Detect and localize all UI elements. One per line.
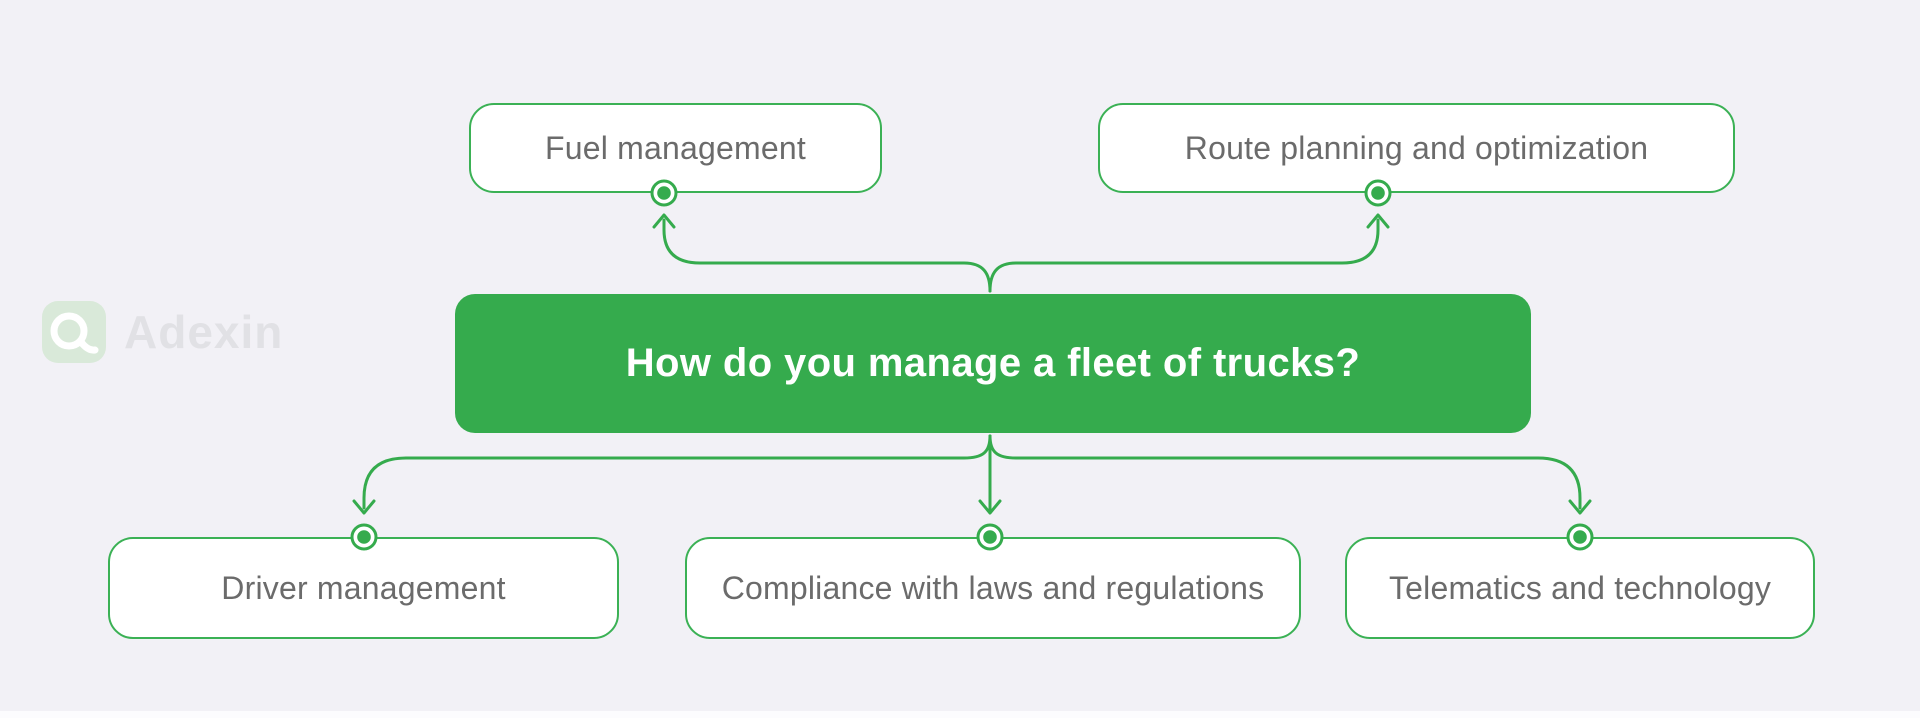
bottom-strip xyxy=(0,711,1920,718)
connector-to-fuel xyxy=(652,213,992,293)
node-label: Route planning and optimization xyxy=(1184,129,1649,166)
central-question-title: How do you manage a fleet of trucks? xyxy=(625,341,1361,385)
node-driver-management: Driver management xyxy=(108,537,619,639)
node-compliance: Compliance with laws and regulations xyxy=(685,537,1301,639)
node-label: Driver management xyxy=(221,569,506,606)
node-route-planning: Route planning and optimization xyxy=(1098,103,1735,193)
node-label: Fuel management xyxy=(545,129,806,166)
node-telematics: Telematics and technology xyxy=(1345,537,1815,639)
node-label: Compliance with laws and regulations xyxy=(721,569,1265,606)
connector-to-telematics xyxy=(988,434,1592,515)
central-question-box: How do you manage a fleet of trucks? xyxy=(455,294,1531,433)
connector-to-compliance xyxy=(978,434,1002,515)
adexin-logo-icon xyxy=(42,301,106,363)
adexin-watermark: Adexin xyxy=(42,301,283,363)
adexin-logo-glyph xyxy=(50,312,99,354)
connector-to-driver xyxy=(352,434,992,515)
node-fuel-management: Fuel management xyxy=(469,103,882,193)
node-label: Telematics and technology xyxy=(1388,569,1772,606)
adexin-brand-text: Adexin xyxy=(124,306,284,358)
connector-to-route xyxy=(988,213,1390,293)
